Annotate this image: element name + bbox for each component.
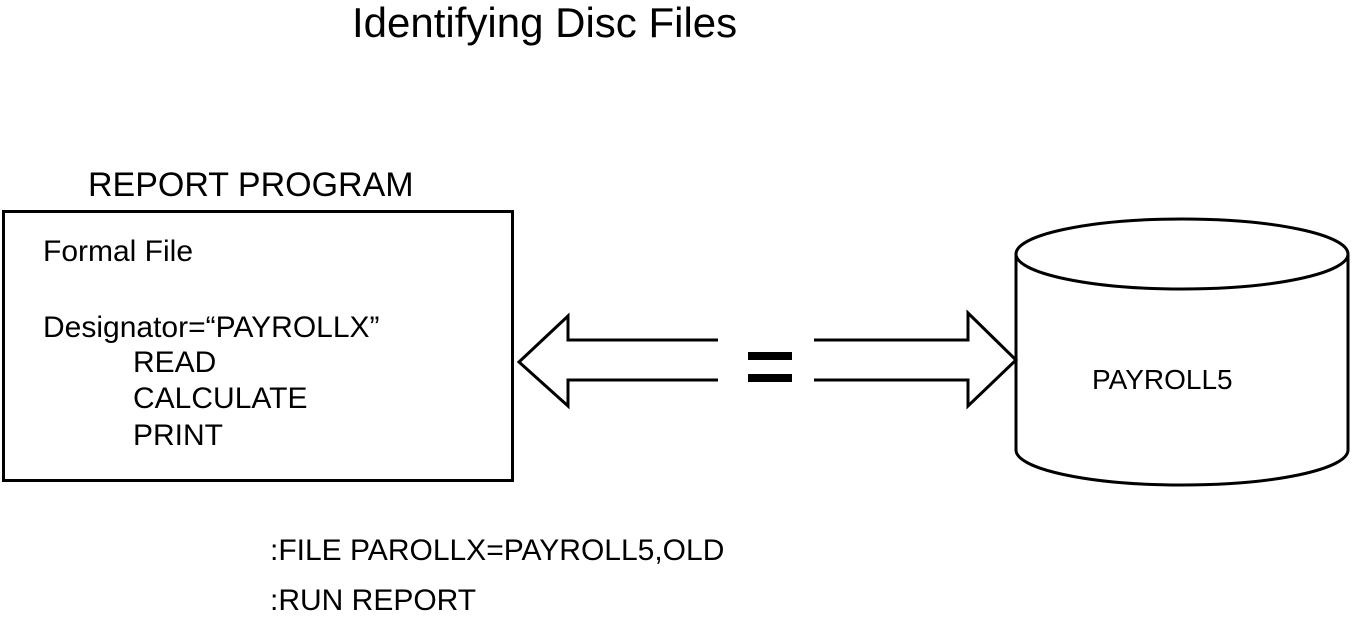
equals-bar-bottom xyxy=(748,374,792,382)
program-line-read: READ xyxy=(133,346,217,379)
program-line-calculate: CALCULATE xyxy=(133,382,308,415)
program-line-formal-file: Formal File xyxy=(43,235,194,268)
equals-bar-top xyxy=(748,352,792,360)
program-line-print: PRINT xyxy=(133,419,223,452)
right-arrow-icon xyxy=(814,309,1019,410)
command-line-run: :RUN REPORT xyxy=(270,584,477,617)
program-box-label: REPORT PROGRAM xyxy=(88,166,414,204)
disc-cylinder-icon xyxy=(1014,217,1350,487)
disc-label: PAYROLL5 xyxy=(1092,364,1233,395)
command-line-file: :FILE PAROLLX=PAYROLL5,OLD xyxy=(270,534,725,567)
program-line-designator: Designator=“PAYROLLX” xyxy=(43,311,380,344)
report-program-box: Formal File Designator=“PAYROLLX” READ C… xyxy=(2,210,514,482)
left-arrow-icon xyxy=(516,312,718,410)
diagram-title: Identifying Disc Files xyxy=(352,0,738,46)
